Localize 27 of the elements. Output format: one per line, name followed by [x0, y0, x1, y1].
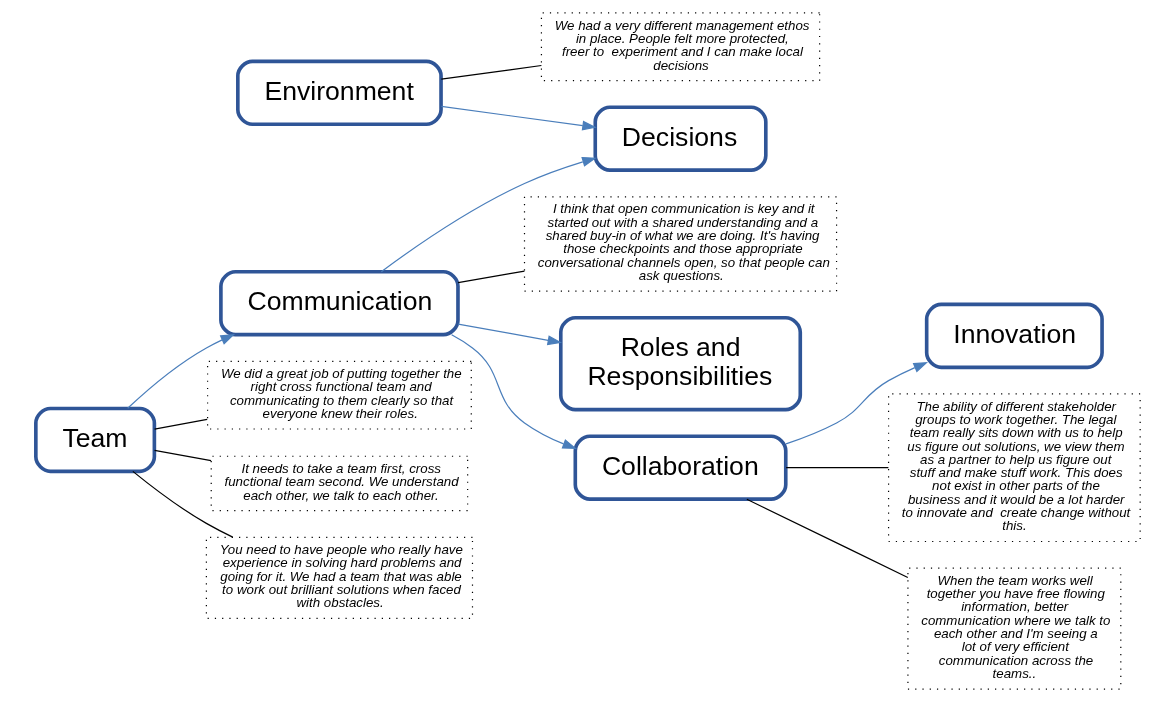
connector	[440, 64, 542, 80]
node-box: I think that open communication is key and it started out with a shared understanding and a shared buy-in of what we are doing. It's having those checkpoints and those appropriate conversational channels open, so that people can ask questions.	[523, 196, 838, 292]
node-box: We did a great job of putting together the right cross functional team and communicating to them clearly so that everyone knew their roles.	[207, 360, 472, 430]
arrow	[127, 334, 236, 409]
arrow	[451, 334, 577, 449]
node-box: Decisions	[593, 105, 768, 172]
node-box: Collaboration	[573, 434, 788, 501]
node-box: Team	[34, 406, 157, 474]
node-box: It needs to take a team first, cross functional team second. We understand each other, we talk to each other.	[210, 455, 469, 512]
node-box: Roles and Responsibilities	[558, 315, 803, 412]
arrow	[440, 105, 597, 131]
node-box: When the team works well together you have free flowing information, better communication where we talk to each other and I'm seeing a lot of very efficient communication across the teams..	[907, 567, 1122, 690]
arrow	[785, 362, 929, 445]
connector	[457, 270, 526, 284]
connector	[153, 418, 208, 430]
node-box: We had a very different management ethos in place. People felt more protected, freer to experiment and I can make local decisions	[540, 12, 821, 82]
connector	[153, 449, 212, 462]
connector	[746, 498, 909, 579]
node-box: Communication	[219, 269, 460, 337]
connector	[785, 467, 889, 469]
node-box: You need to have people who really have experience in solving hard problems and going for it. We had a team that was able to work out brilliant solutions when faced with obstacles.	[205, 536, 474, 619]
connector	[132, 470, 234, 538]
node-box: The ability of different stakeholder groups to work together. The legal team really sits down with us to help us figure out solutions, we view them as a partner to help us figure out stuff and make stuff work. This does not exist in other parts of the business and it would be a lot harder to innovate and create change without this.	[887, 393, 1141, 543]
arrow	[457, 323, 563, 346]
node-box: Innovation	[924, 302, 1104, 370]
node-box: Environment	[236, 59, 443, 127]
arrow	[380, 156, 597, 273]
